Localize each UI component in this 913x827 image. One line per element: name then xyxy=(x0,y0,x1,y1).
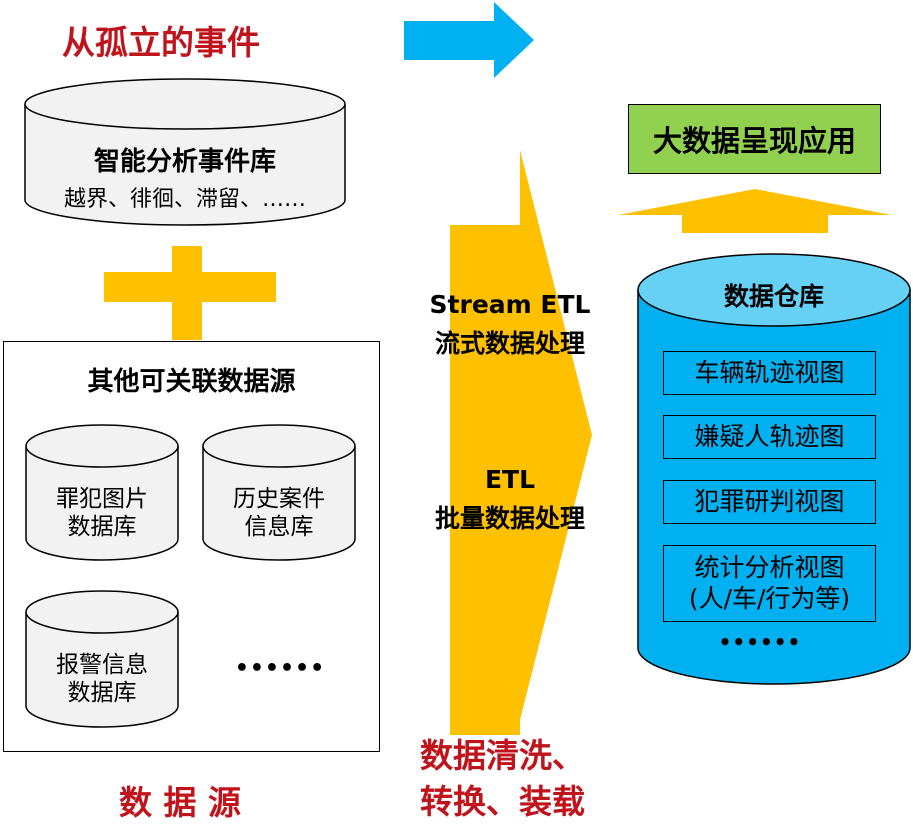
up-arrow xyxy=(618,189,892,233)
warehouse-title: 数据仓库 xyxy=(723,282,824,311)
event-db-title: 智能分析事件库 xyxy=(93,147,276,177)
statistics-view: 统计分析视图 (人/车/行为等) xyxy=(663,545,876,622)
event-db-cylinder xyxy=(24,78,346,226)
history-db-label-line1: 历史案件 xyxy=(233,486,325,512)
alarm-db-label-line2: 数据库 xyxy=(67,680,137,706)
sources-more-ellipsis: •••••• xyxy=(234,656,326,681)
etl-arrow xyxy=(450,150,592,735)
criminal-db-label-line2: 数据库 xyxy=(67,514,137,540)
statistics-view-line1: 统计分析视图 xyxy=(694,553,845,582)
alarm-db-label-line1: 报警信息 xyxy=(56,652,148,678)
etl-caption-line2: 转换、装载 xyxy=(420,782,585,821)
plus-icon xyxy=(104,246,276,340)
statistics-view-line2: (人/车/行为等) xyxy=(688,584,851,614)
stream-etl-label: Stream ETL xyxy=(429,290,591,319)
vehicle-track-view: 车辆轨迹视图 xyxy=(663,351,876,395)
other-sources-title: 其他可关联数据源 xyxy=(87,367,296,397)
crime-analysis-view: 犯罪研判视图 xyxy=(663,480,876,524)
batch-etl-label: ETL xyxy=(484,465,536,494)
history-db-label-line2: 信息库 xyxy=(244,514,314,540)
event-db-subtitle: 越界、徘徊、滞留、…… xyxy=(63,187,306,212)
stream-etl-cn-label: 流式数据处理 xyxy=(434,329,585,358)
warehouse-more-ellipsis: •••••• xyxy=(718,630,802,654)
big-data-app-box: 大数据呈现应用 xyxy=(628,104,881,174)
batch-etl-cn-label: 批量数据处理 xyxy=(434,504,585,533)
data-source-label: 数 据 源 xyxy=(119,783,241,822)
page-title: 从孤立的事件 xyxy=(62,23,260,62)
etl-caption-line1: 数据清洗、 xyxy=(420,736,585,775)
criminal-db-label-line1: 罪犯图片 xyxy=(56,486,148,512)
blue-arrow xyxy=(404,2,534,78)
warehouse-cylinder xyxy=(637,253,911,685)
suspect-track-view: 嫌疑人轨迹图 xyxy=(663,415,876,459)
